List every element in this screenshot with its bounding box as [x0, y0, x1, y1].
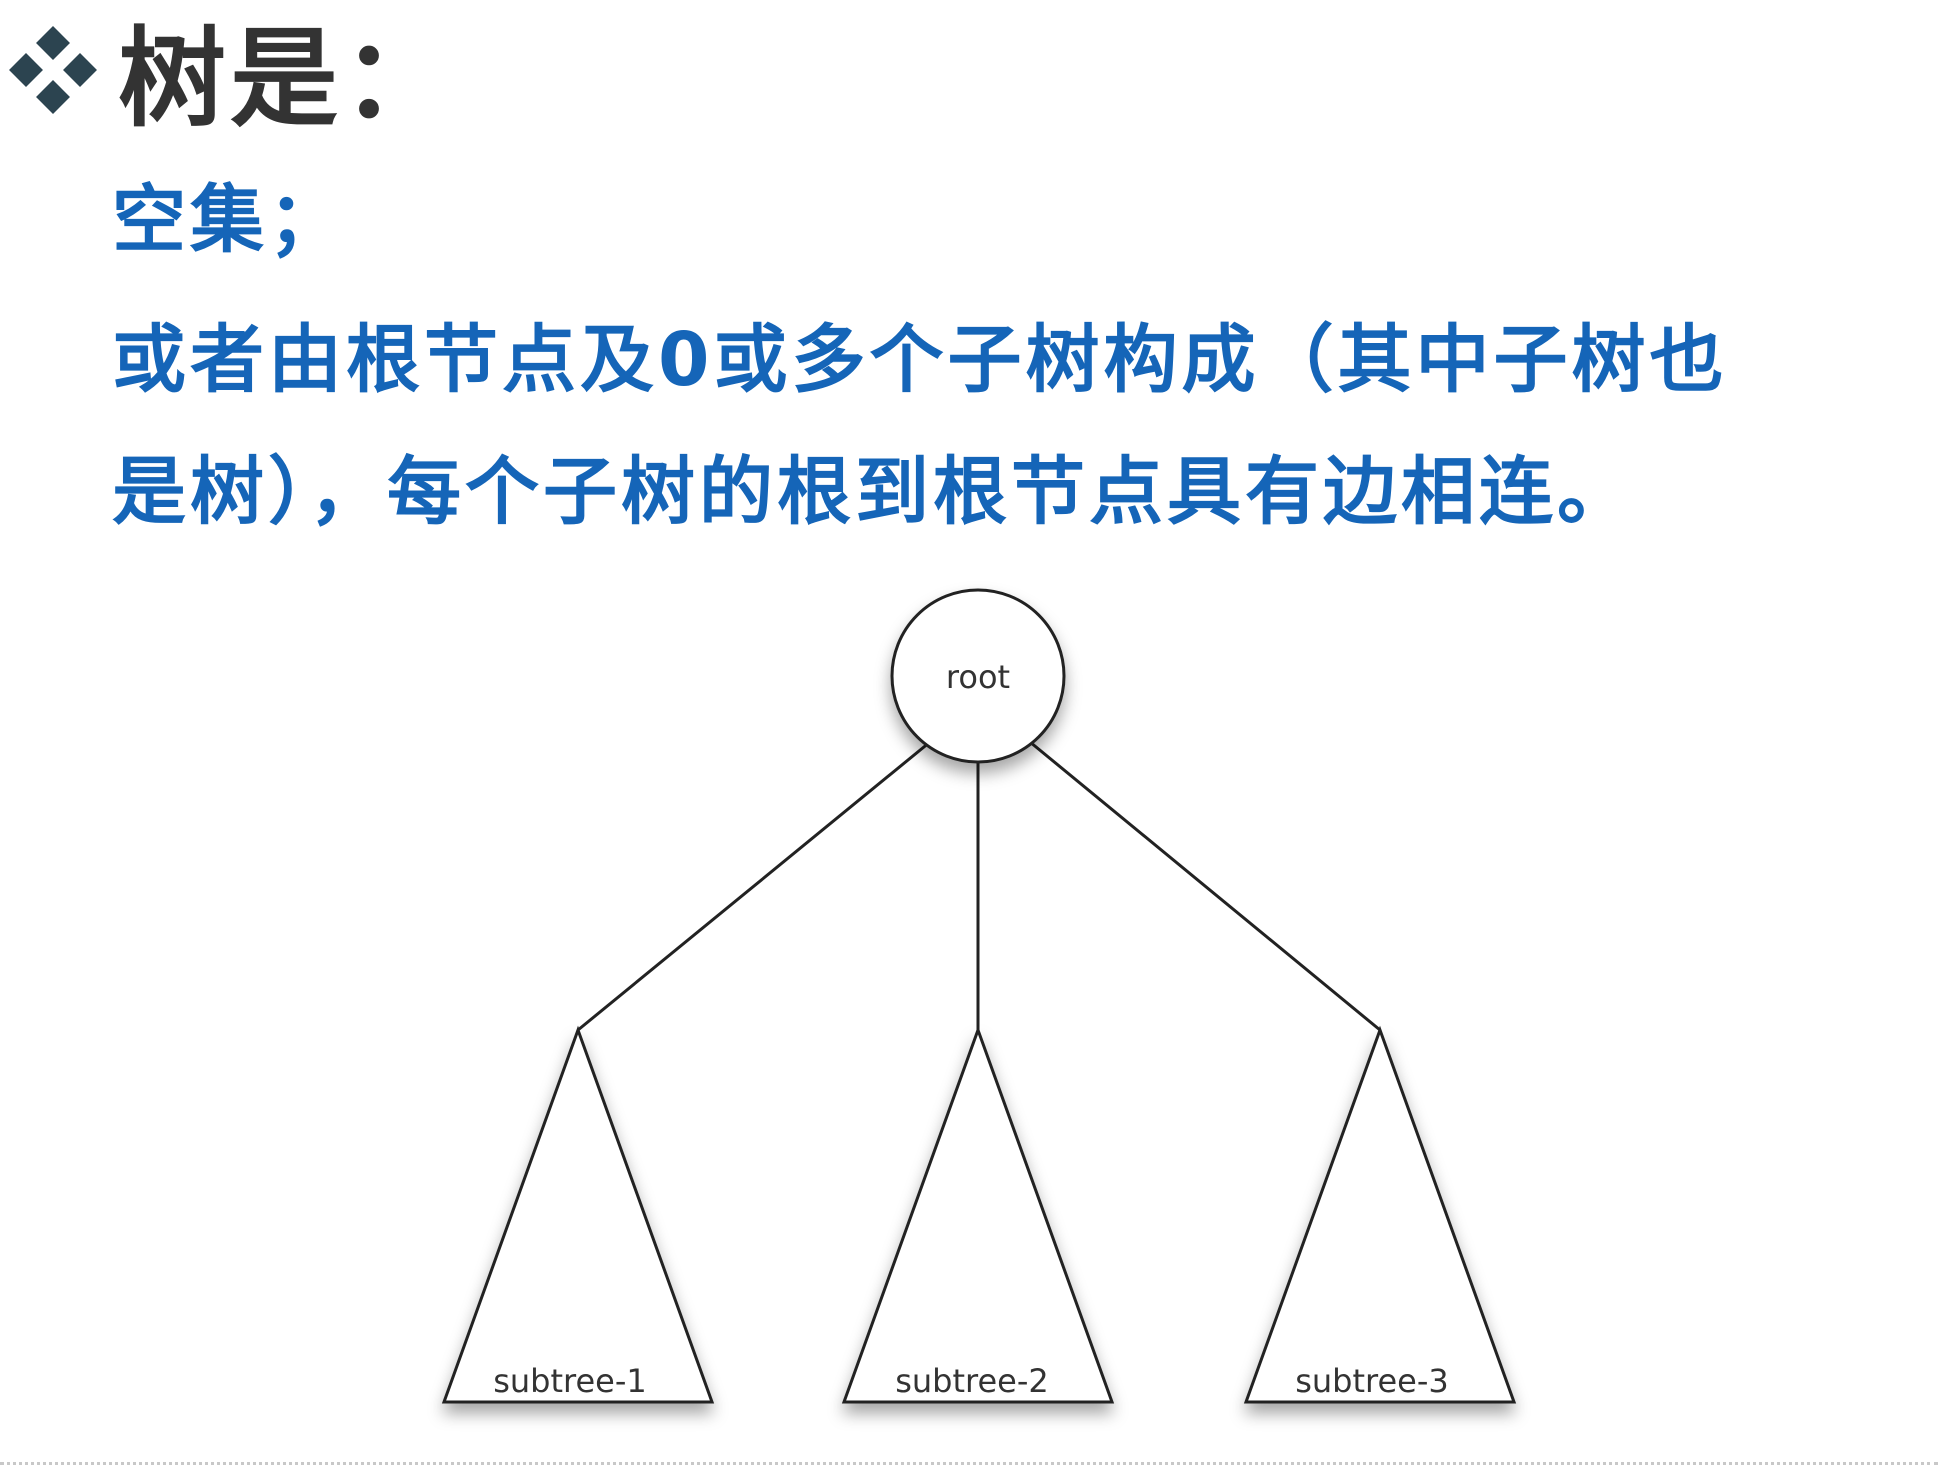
diamond-bullet-icon: [9, 26, 97, 114]
edge-root-subtree-1: [577, 740, 931, 1032]
definition-line-3: 是树），每个子树的根到根节点具有边相连。: [112, 449, 1635, 535]
tree-diagram: subtree-1 subtree-2 subtree-3 root: [441, 588, 1517, 1404]
edge-root-subtree-3: [1029, 740, 1381, 1032]
heading-title: 树是：: [118, 17, 455, 142]
definition-line-1: 空集；: [112, 177, 346, 263]
subtree-2-node: subtree-2: [841, 1025, 1115, 1404]
subtree-3-node: subtree-3: [1243, 1025, 1517, 1404]
definition-line-2: 或者由根节点及0或多个子树构成（其中子树也: [112, 317, 1728, 403]
subtree-2-label: subtree-2: [895, 1362, 1049, 1400]
root-node: root: [890, 588, 1066, 764]
subtree-3-label: subtree-3: [1295, 1362, 1449, 1400]
root-label: root: [946, 658, 1010, 696]
bottom-divider: [0, 1462, 1938, 1465]
subtree-1-label: subtree-1: [493, 1362, 647, 1400]
subtree-1-node: subtree-1: [441, 1025, 715, 1404]
slide-heading: 树是：: [8, 0, 454, 142]
